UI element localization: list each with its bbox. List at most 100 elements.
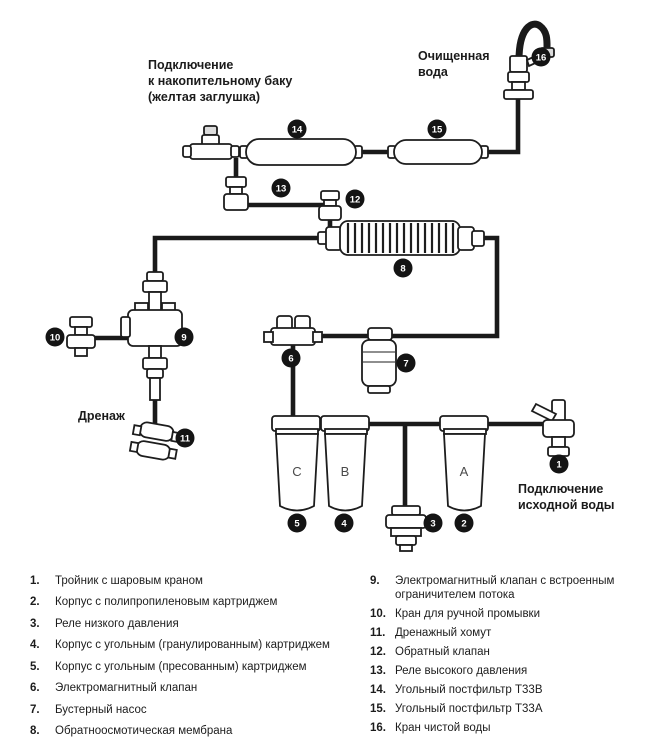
legend-number: 5. (30, 660, 40, 673)
source-tee-valve (530, 399, 575, 457)
legend-number: 4. (30, 639, 40, 652)
clean-water-label-line2: вода (418, 65, 449, 79)
item-marker-6: 6 (281, 348, 301, 368)
high-pressure-switch (223, 176, 249, 211)
legend-item-10: 10. Кран для ручной промывки (370, 607, 652, 621)
clean-water-label-line1: Очищенная (418, 49, 490, 63)
svg-text:2: 2 (461, 519, 466, 530)
filter-housing-c: C (271, 415, 321, 512)
legend-item-12: 12. Обратный клапан (370, 645, 652, 659)
tank-connection-label-line2: к накопительному баку (148, 74, 292, 88)
legend-label: Кран для ручной промывки (395, 608, 541, 621)
legend-item-1: 1. Тройник с шаровым краном (30, 574, 362, 588)
filter-letter-b: B (341, 464, 350, 479)
legend-item-5: 5. Корпус с угольным (пресованным) картри… (30, 660, 362, 674)
legend-number: 11. (370, 627, 386, 640)
legend-label: Обратный клапан (395, 646, 490, 659)
tank-connection-label-line3: (желтая заглушка) (148, 90, 260, 104)
svg-text:5: 5 (294, 519, 300, 530)
item-marker-2: 2 (454, 513, 474, 533)
legend: 1. Тройник с шаровым краном 2. Корпус с по… (0, 574, 665, 745)
legend-label: Корпус с угольным (пресованным) картридж… (55, 660, 307, 673)
legend-label: Электромагнитный клапан (55, 682, 198, 695)
legend-number: 6. (30, 682, 40, 695)
svg-text:10: 10 (50, 333, 61, 344)
item-marker-3: 3 (423, 513, 443, 533)
legend-column-right: 9. Электромагнитный клапан с встроенным о… (370, 574, 652, 745)
legend-item-8: 8.Обратноосмотическая мембрана (30, 724, 362, 738)
item-marker-16: 16 (531, 47, 551, 67)
item-marker-7: 7 (396, 353, 416, 373)
item-marker-9: 9 (174, 327, 194, 347)
legend-number: 1. (30, 575, 40, 587)
system-diagram: C B A (45, 20, 614, 552)
svg-text:13: 13 (276, 184, 287, 195)
item-marker-13: 13 (271, 178, 291, 198)
source-water-label-line1: Подключение (518, 482, 603, 496)
svg-text:1: 1 (556, 460, 562, 471)
postfilter-t33b (239, 138, 363, 166)
item-marker-8: 8 (393, 258, 413, 278)
legend-item-3: 3. Реле низкого давления (30, 617, 362, 631)
legend-item-2: 2. Корпус с полипропиленовым картриджем (30, 595, 362, 609)
tank-tee-fitting (182, 125, 240, 160)
legend-label: Тройник с шаровым краном (55, 575, 203, 587)
check-valve (318, 190, 342, 221)
svg-text:15: 15 (432, 125, 443, 136)
legend-item-13: 13. Реле высокого давления (370, 664, 652, 678)
item-marker-4: 4 (334, 513, 354, 533)
inlet-solenoid-valve (263, 315, 323, 346)
legend-number: 12. (370, 646, 386, 659)
low-pressure-switch (385, 505, 427, 552)
legend-label: Корпус с полипропиленовым картриджем (55, 596, 278, 609)
filter-housing-a: A (439, 415, 489, 512)
legend-number: 9. (370, 575, 380, 587)
manual-flush-valve (66, 316, 96, 357)
legend-label: Реле высокого давления (395, 665, 528, 678)
legend-item-11: 11.Дренажный хомут (370, 626, 652, 640)
legend-item-4: 4. Корпус с угольным (гранулированным) ка… (30, 638, 362, 652)
legend-number: 2. (30, 596, 40, 609)
legend-number: 3. (30, 617, 40, 630)
drain-label: Дренаж (78, 409, 125, 423)
legend-number: 16. (370, 722, 386, 735)
legend-number: 8. (30, 725, 40, 738)
legend-label: Бустерный насос (55, 703, 147, 716)
item-marker-11: 11 (175, 428, 195, 448)
item-marker-12: 12 (345, 189, 365, 209)
legend-label: Реле низкого давления (55, 617, 179, 630)
svg-text:12: 12 (350, 195, 361, 206)
diagram-labels: Подключение к накопительному баку (желта… (78, 49, 614, 512)
legend-item-14: 14.Угольный постфильтр Т33В (370, 683, 652, 697)
filter-letter-a: A (460, 464, 469, 479)
legend-label: Угольный постфильтр Т33А (395, 703, 543, 716)
legend-item-6: 6. Электромагнитный клапан (30, 681, 362, 695)
item-marker-10: 10 (45, 327, 65, 347)
legend-number: 10. (370, 608, 386, 621)
filter-housing-b: B (320, 415, 370, 512)
filter-letter-c: C (292, 464, 301, 479)
legend-column-left: 1. Тройник с шаровым краном 2. Корпус с по… (30, 574, 362, 745)
ro-membrane (317, 220, 485, 256)
drain-clamp (128, 421, 181, 461)
booster-pump (361, 327, 397, 394)
legend-label: Электромагнитный клапан с встроенным огр… (395, 575, 615, 602)
legend-number: 15. (370, 703, 386, 716)
svg-text:8: 8 (400, 264, 405, 275)
svg-text:11: 11 (180, 434, 191, 445)
legend-number: 14. (370, 684, 386, 697)
svg-text:6: 6 (288, 354, 293, 365)
legend-number: 13. (370, 665, 386, 678)
item-marker-14: 14 (287, 119, 307, 139)
legend-item-9: 9. Электромагнитный клапан с встроенным о… (370, 574, 652, 603)
svg-text:3: 3 (430, 519, 435, 530)
legend-label: Кран чистой воды (395, 722, 491, 735)
legend-item-7: 7.Бустерный насос (30, 703, 362, 717)
svg-text:14: 14 (292, 125, 303, 136)
postfilter-t33a (387, 139, 489, 165)
item-marker-5: 5 (287, 513, 307, 533)
drain-solenoid-assembly (120, 271, 183, 401)
svg-text:9: 9 (181, 333, 186, 344)
legend-label: Корпус с угольным (гранулированным) карт… (55, 639, 330, 652)
